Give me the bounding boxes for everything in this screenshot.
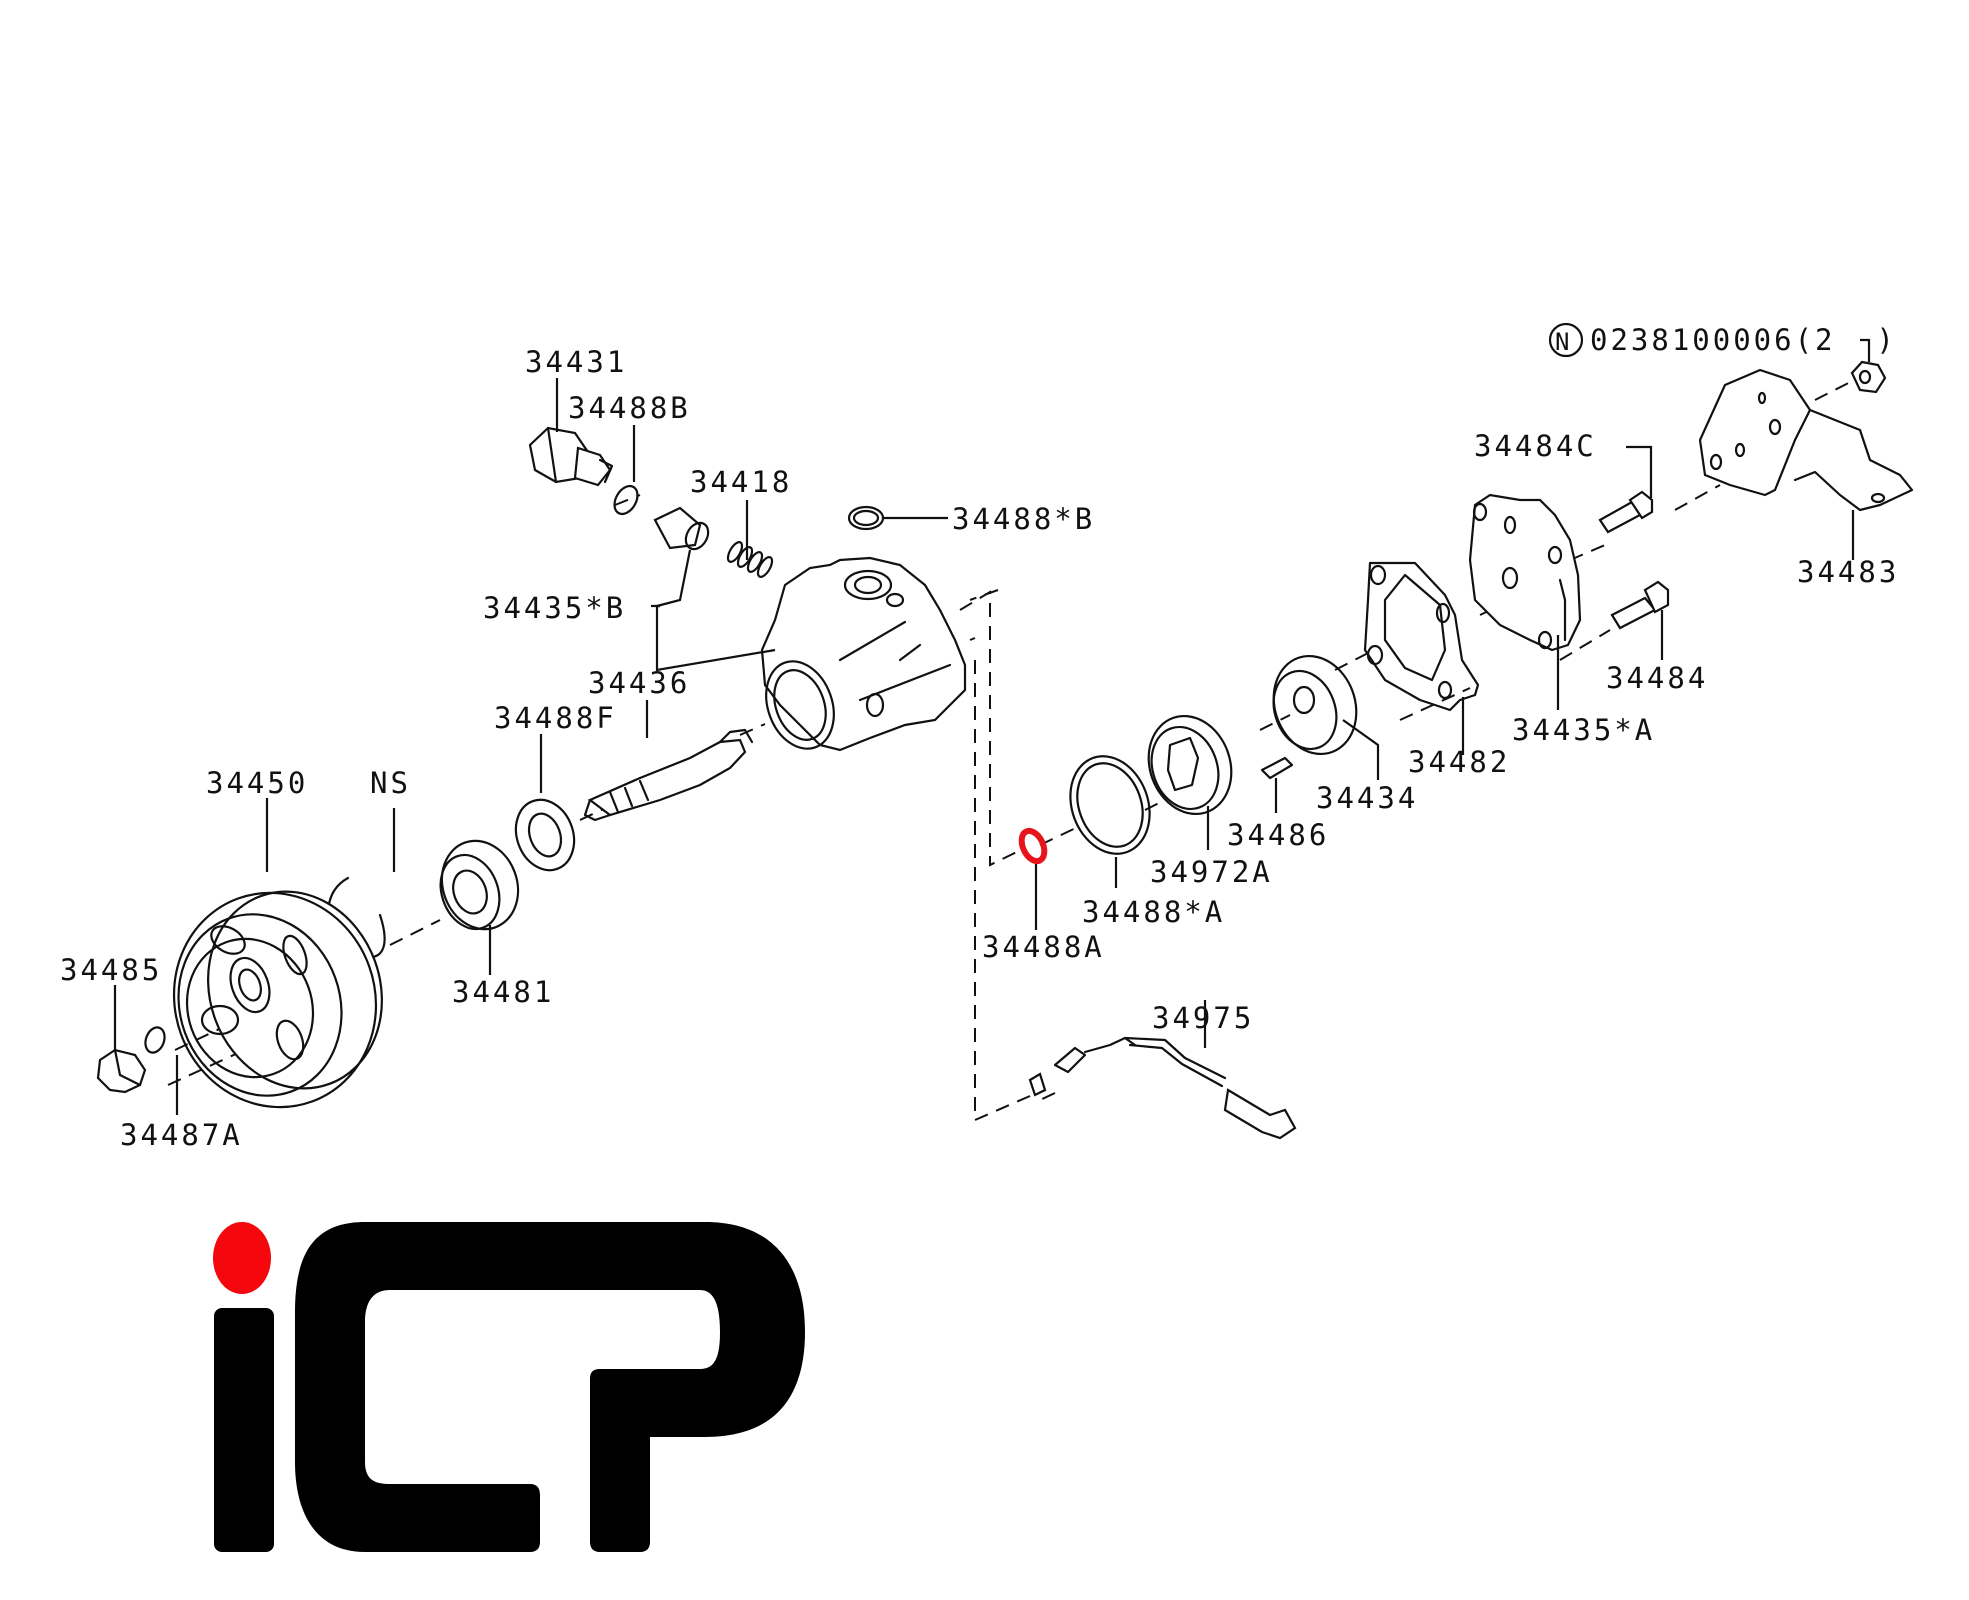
part-34488-star-A-oring[interactable] — [1057, 745, 1163, 865]
part-34436-shaft[interactable] — [583, 728, 754, 822]
leader-lines — [113, 338, 1871, 1115]
label-34488-star-A: 34488*A — [1082, 895, 1225, 929]
label-0238100006: 0238100006(2 ) — [1590, 323, 1897, 357]
label-34484C: 34484C — [1474, 429, 1597, 463]
label-34488B: 34488B — [568, 391, 691, 425]
label-34972A: 34972A — [1150, 855, 1273, 889]
label-34436: 34436 — [588, 666, 690, 700]
part-34450-pulley[interactable] — [144, 864, 409, 1135]
label-34484: 34484 — [1606, 661, 1708, 695]
label-34488F: 34488F — [494, 701, 617, 735]
part-34488B-oring[interactable] — [610, 482, 642, 518]
label-34485: 34485 — [60, 953, 162, 987]
part-34975-pressure-switch[interactable] — [1028, 1036, 1297, 1140]
label-34483: 34483 — [1797, 555, 1899, 589]
label-34487A: 34487A — [120, 1118, 243, 1152]
part-N-nut[interactable] — [1850, 360, 1887, 394]
part-34418-spring[interactable] — [725, 540, 775, 579]
part-34972A-cam-ring[interactable] — [1135, 704, 1244, 825]
part-34488-star-B-oring[interactable] — [847, 505, 885, 531]
part-34434-rotor[interactable] — [1260, 644, 1369, 765]
part-34488A-oring-highlighted[interactable] — [1017, 827, 1049, 865]
part-34481-bearing[interactable] — [430, 830, 530, 940]
part-34486-pin[interactable] — [1260, 756, 1294, 780]
part-34487A-washer[interactable] — [142, 1025, 168, 1056]
part-34435B-valve[interactable] — [653, 506, 713, 553]
part-34435-star-A-cover[interactable] — [1468, 493, 1582, 652]
label-34435-star-A: 34435*A — [1512, 713, 1655, 747]
label-34975: 34975 — [1152, 1001, 1254, 1035]
part-pump-body[interactable] — [755, 556, 967, 758]
logo-letter-c — [295, 1222, 600, 1552]
logo-letter-p — [585, 1222, 805, 1552]
label-34486: 34486 — [1227, 818, 1329, 852]
part-34484-bolt[interactable] — [1610, 580, 1670, 630]
part-34431-fitting[interactable] — [528, 426, 614, 487]
part-34484C-stud[interactable] — [1598, 490, 1654, 534]
label-34488-star-B: 34488*B — [952, 502, 1095, 536]
label-34431: 34431 — [525, 345, 627, 379]
logo-letter-i — [214, 1308, 274, 1552]
label-34435-star-B: 34435*B — [483, 591, 626, 625]
icp-logo — [213, 1222, 805, 1552]
label-34488A: 34488A — [982, 930, 1105, 964]
label-34418: 34418 — [690, 465, 792, 499]
part-34483-bracket[interactable] — [1698, 368, 1914, 512]
part-34482-gasket[interactable] — [1363, 561, 1480, 712]
note-N-symbol: N — [1555, 328, 1569, 356]
label-NS: NS — [370, 766, 411, 800]
part-34488F-seal[interactable] — [506, 792, 583, 879]
label-34481: 34481 — [452, 975, 554, 1009]
part-34485-nut[interactable] — [96, 1048, 147, 1094]
label-34434: 34434 — [1316, 781, 1418, 815]
logo-red-dot — [213, 1222, 271, 1294]
part-labels: 34431 34488B 34418 34488*B 34435*B 34436… — [60, 323, 1899, 1152]
note-N-circle-icon — [1548, 322, 1584, 358]
label-34482: 34482 — [1408, 745, 1510, 779]
label-34450: 34450 — [206, 766, 308, 800]
